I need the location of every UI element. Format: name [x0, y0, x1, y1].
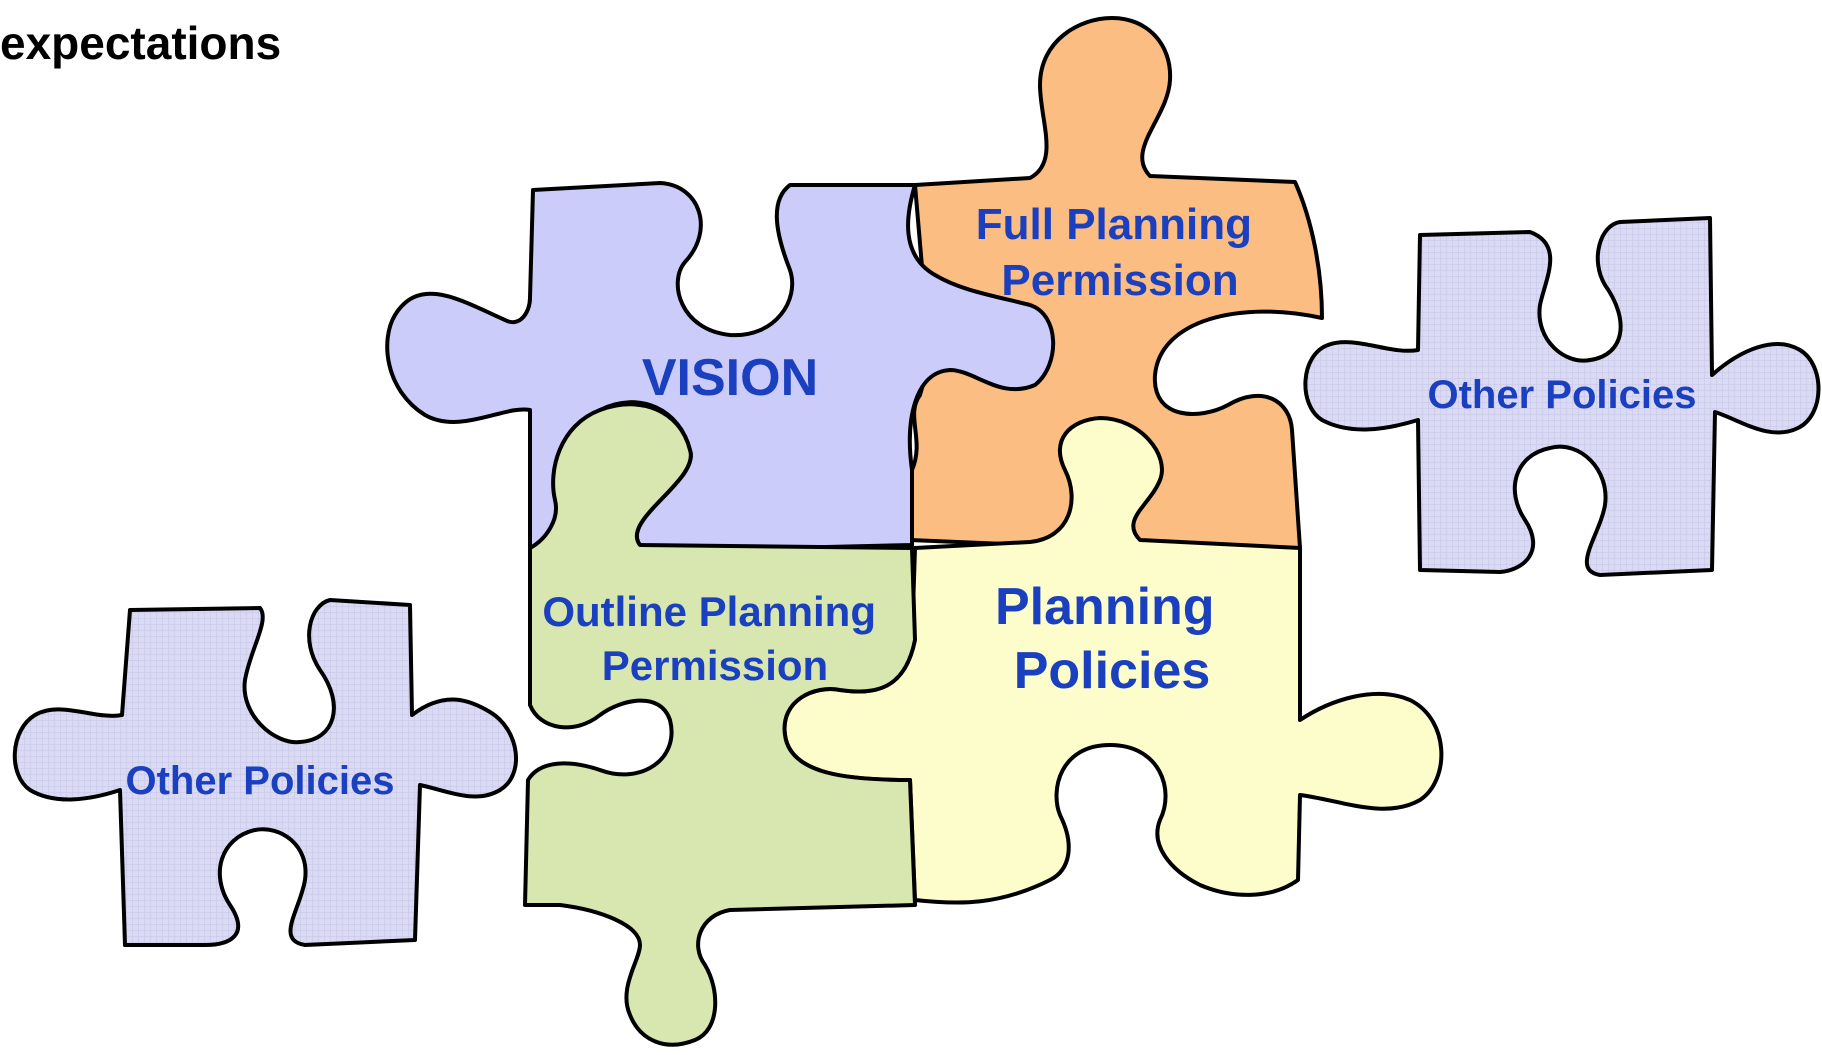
- other-policies-right-label: Other Policies: [1428, 373, 1697, 417]
- puzzle-piece-other-policies-right: Other Policies: [1303, 216, 1821, 577]
- outline-planning-label-line-1: Outline Planning: [542, 588, 876, 635]
- vision-shape: [385, 181, 1056, 554]
- puzzle-piece-vision: VISION: [385, 181, 1056, 554]
- planning-policies-label-line-2: Policies: [1014, 642, 1211, 700]
- full-planning-label: Full Planning Permission: [976, 200, 1264, 305]
- other-policies-left-shape: [12, 598, 518, 947]
- outline-planning-label-line-2: Permission: [602, 642, 828, 689]
- other-policies-left-label: Other Policies: [126, 759, 395, 803]
- planning-policies-label: Planning Policies: [995, 578, 1229, 700]
- full-planning-label-line-1: Full Planning: [976, 200, 1252, 249]
- other-policies-left-label-line-1: Other Policies: [126, 759, 395, 803]
- outline-planning-shape: [523, 402, 917, 1047]
- vision-label-line-1: VISION: [642, 349, 818, 407]
- puzzle-piece-outline-planning: Outline Planning Permission: [523, 402, 917, 1047]
- outline-planning-label: Outline Planning Permission: [542, 588, 887, 689]
- puzzle-piece-planning-policies: Planning Policies: [782, 416, 1444, 905]
- planning-policies-label-line-1: Planning: [995, 578, 1215, 636]
- other-policies-right-shape: [1303, 216, 1821, 577]
- full-planning-shape: [908, 16, 1324, 550]
- page-title-line-2: expectations: [0, 17, 282, 69]
- other-policies-right-label-line-1: Other Policies: [1428, 373, 1697, 417]
- puzzle-piece-full-planning: Full Planning Permission: [908, 16, 1324, 550]
- page-title: expectations: [0, 14, 281, 72]
- full-planning-label-line-2: Permission: [1001, 256, 1238, 305]
- vision-label: VISION: [642, 349, 818, 407]
- puzzle-piece-other-policies-left: Other Policies: [12, 598, 518, 947]
